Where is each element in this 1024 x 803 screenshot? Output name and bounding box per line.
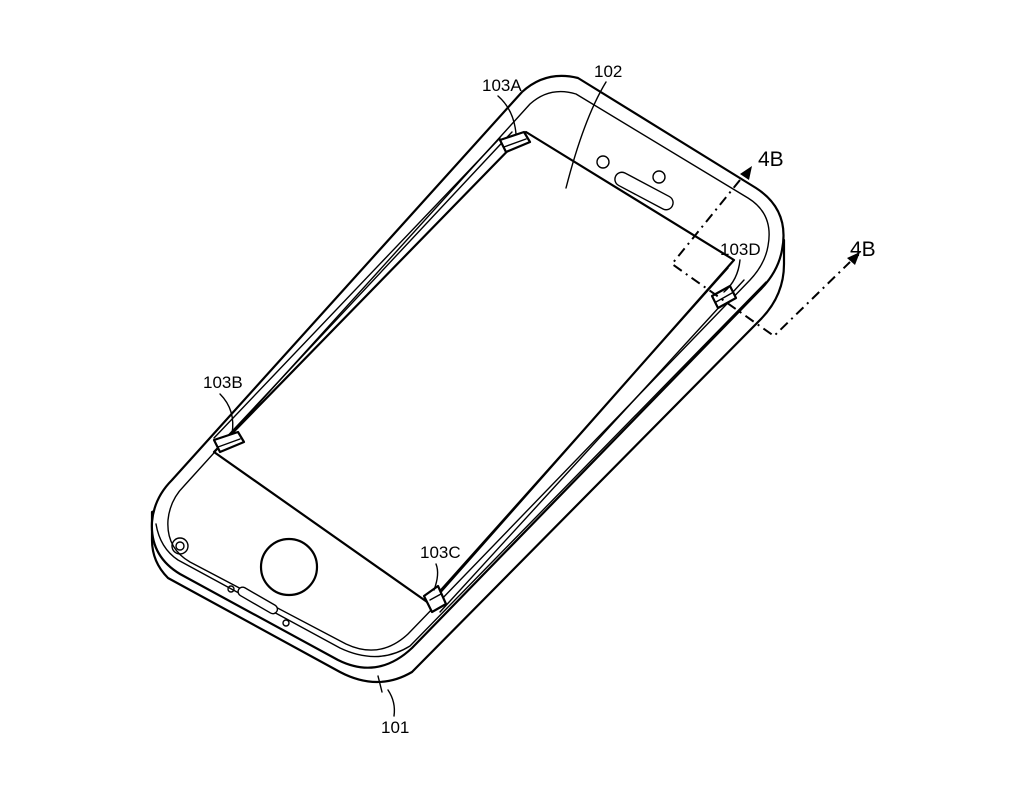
leader-103d	[723, 259, 741, 293]
section-arrow-lower	[847, 252, 860, 265]
reference-labels: 102 103A 103B 103C 103D 101 4B 4B	[203, 62, 876, 737]
leader-103c	[433, 563, 439, 591]
clip-103c	[422, 584, 448, 614]
section-line-4b	[670, 166, 860, 338]
label-103c: 103C	[420, 543, 461, 562]
clip-103b	[212, 430, 246, 454]
sensor-icon	[652, 170, 666, 184]
display-right-rail	[439, 279, 745, 613]
headphone-jack-inner	[175, 541, 185, 551]
display-left-rail-inner	[221, 131, 513, 443]
mic-hole-left	[227, 585, 235, 593]
section-line-path	[670, 179, 851, 338]
earpiece-speaker	[614, 171, 674, 211]
label-103a: 103A	[482, 76, 522, 95]
leader-102	[565, 81, 607, 189]
section-mark-lower: 4B	[850, 238, 876, 261]
label-103b: 103B	[203, 373, 243, 392]
headphone-jack	[171, 537, 189, 555]
label-102: 102	[594, 62, 622, 81]
housing-lower-lip	[155, 281, 767, 658]
leader-lines	[219, 81, 741, 717]
display-right-rail-inner	[427, 267, 729, 605]
housing-corner-detail	[377, 675, 383, 693]
front-features	[171, 155, 674, 627]
clip-103d	[710, 284, 738, 310]
camera-icon	[596, 155, 610, 169]
mic-hole-right	[282, 619, 290, 627]
display-panel	[212, 130, 745, 613]
section-mark-upper: 4B	[758, 148, 784, 171]
label-101: 101	[381, 718, 409, 737]
leader-101	[387, 689, 396, 717]
housing-bezel-line	[167, 90, 770, 651]
label-103d: 103D	[720, 240, 761, 259]
leader-103b	[219, 393, 234, 435]
display-left-rail	[213, 137, 501, 439]
home-button	[259, 537, 319, 597]
section-arrow-upper	[740, 166, 752, 180]
lightning-port	[237, 586, 279, 615]
leader-103a	[497, 95, 517, 135]
